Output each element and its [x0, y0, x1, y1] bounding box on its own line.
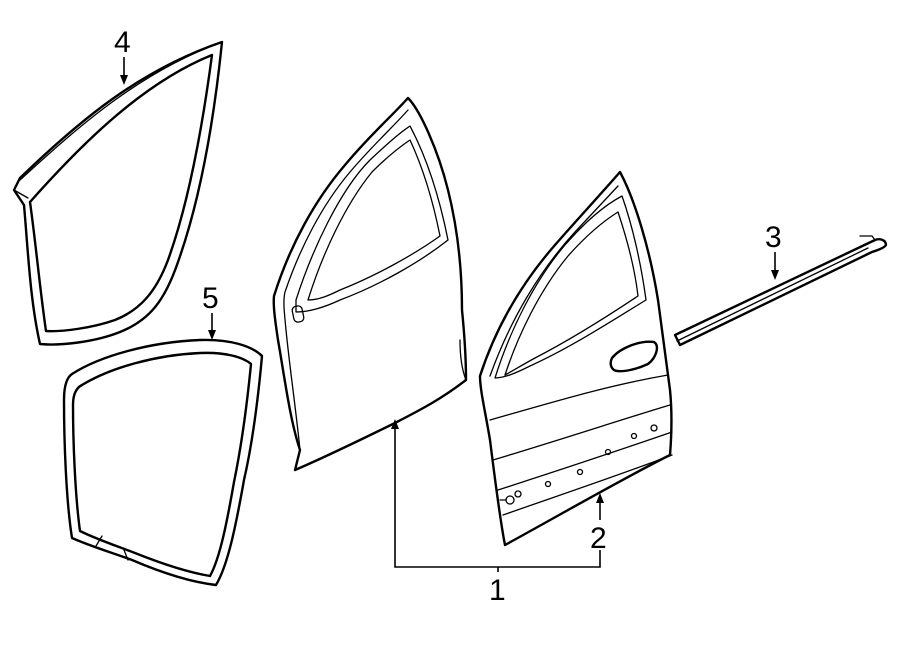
callout-2: 2	[590, 522, 607, 555]
callout-5: 5	[202, 282, 219, 315]
callout-4: 4	[114, 26, 131, 59]
door-shell	[272, 96, 468, 472]
body-weatherstrip	[12, 40, 224, 346]
leader-lines	[120, 57, 779, 572]
door-weatherstrip	[62, 338, 264, 587]
callout-1: 1	[489, 574, 506, 607]
callout-3: 3	[765, 221, 782, 254]
door-assembly	[478, 170, 673, 547]
belt-molding	[673, 235, 888, 347]
